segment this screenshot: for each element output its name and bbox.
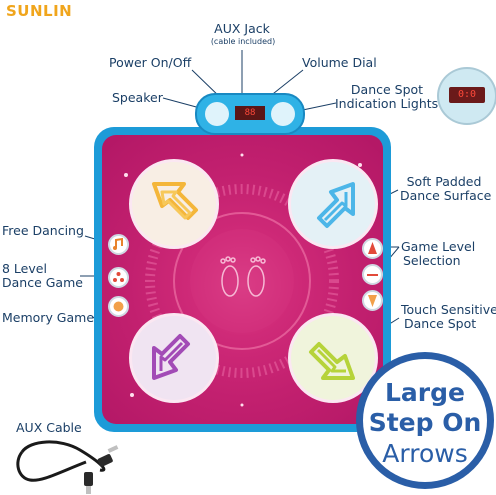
right-speaker-icon [271, 102, 295, 126]
memory-game-button[interactable] [108, 296, 129, 317]
dots-icon [113, 272, 124, 282]
level-select-button[interactable] [362, 264, 383, 285]
volume-label: Volume Dial [302, 55, 377, 70]
badge-line-2: Step On [368, 408, 482, 437]
music-note-icon [113, 237, 123, 250]
level-up-button[interactable] [362, 238, 383, 259]
left-speaker-icon [205, 102, 229, 126]
badge-line-1: Large [385, 378, 465, 407]
game-level-label-1: Game Level [401, 239, 476, 254]
up-right-arrow-icon [317, 182, 355, 228]
soft-label-1: Soft Padded [406, 174, 482, 189]
brain-icon [113, 301, 124, 312]
touch-label-1: Touch Sensitive [401, 302, 496, 317]
free-dance-button[interactable] [108, 234, 129, 255]
brand-logo: SUNLIN [6, 2, 73, 20]
footprints-icon [220, 256, 266, 297]
aux-jack-label: AUX Jack [214, 21, 270, 36]
free-dancing-label: Free Dancing [2, 223, 84, 238]
speed-icon [367, 274, 378, 276]
panel-closeup-inset: 0:0 [437, 67, 496, 125]
cone-down-icon [368, 295, 377, 307]
level-down-button[interactable] [362, 290, 383, 311]
speaker-line [162, 97, 201, 109]
inset-display: 0:0 [449, 87, 485, 103]
aux-cable-label: AUX Cable [16, 420, 82, 435]
down-right-arrow-icon [309, 342, 355, 380]
arrow-pad-up-left[interactable] [129, 159, 219, 249]
down-left-arrow-icon [152, 334, 190, 380]
badge-line-3: Arrows [382, 439, 468, 468]
up-left-arrow-icon [152, 182, 198, 220]
speaker-label: Speaker [112, 90, 163, 105]
cone-up-icon [368, 242, 377, 254]
game-level-label-2: Selection [403, 253, 461, 268]
touch-label-2: Dance Spot [404, 316, 477, 331]
arrow-pad-down-left[interactable] [129, 313, 219, 403]
soft-label-2: Dance Surface [400, 188, 492, 203]
aux-jack-note: (cable included) [210, 37, 276, 46]
memory-game-label: Memory Game [2, 310, 95, 325]
control-panel: 88 [195, 93, 305, 135]
mat-decoration [124, 153, 362, 407]
dance-spot-label-2: Indication Lights [335, 96, 439, 111]
panel-display: 88 [235, 106, 265, 120]
large-arrows-badge: Large Step On Arrows [356, 352, 494, 489]
level8-label-2: Dance Game [2, 275, 83, 290]
dance-spot-label-1: Dance Spot [350, 82, 424, 97]
level-game-button[interactable] [108, 267, 129, 288]
level8-label-1: 8 Level [2, 261, 47, 276]
arrow-pad-up-right[interactable] [288, 159, 378, 249]
power-label: Power On/Off [109, 55, 192, 70]
